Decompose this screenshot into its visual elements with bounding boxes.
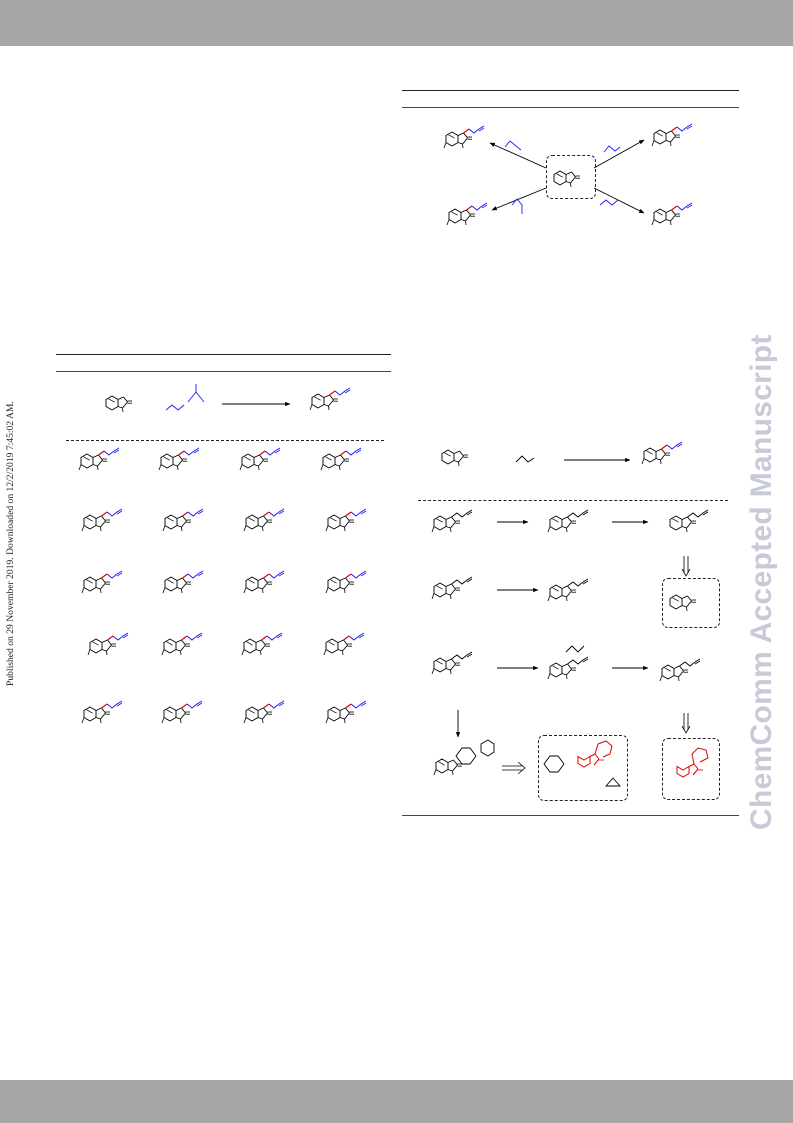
journal-header-bar [0, 0, 793, 46]
scheme1-product-lower-left [446, 202, 488, 226]
scheme1-product-upper-right [651, 123, 693, 147]
scheme1-product-lower-right [651, 202, 693, 226]
scheme2-product [641, 441, 683, 465]
scheme1-top-rule [402, 90, 739, 91]
spiro-product-box-1 [662, 578, 720, 628]
table-dashed-separator [66, 440, 384, 441]
scheme1-product-upper-left [443, 125, 485, 149]
table-reaction-substrate [105, 395, 133, 413]
table-top-rule [56, 354, 391, 355]
table-reaction-reagent [165, 384, 205, 411]
intermediate-box [538, 735, 628, 801]
table-product-grid [78, 447, 367, 724]
scheme2-dashed-separator [418, 500, 728, 501]
spiro-product-box-2 [662, 738, 720, 800]
scheme2-reagent [515, 455, 535, 463]
scheme2-bottom-rule [402, 815, 739, 816]
scheme1-central-substrate [553, 170, 581, 188]
journal-footer-bar [0, 1080, 793, 1123]
table-header-rule [56, 371, 391, 372]
table-reaction-product [309, 387, 351, 411]
derivatives [431, 509, 709, 787]
scheme2-substrate [441, 449, 469, 467]
scheme1-header-rule [402, 107, 739, 108]
central-substrate-box [546, 155, 596, 199]
